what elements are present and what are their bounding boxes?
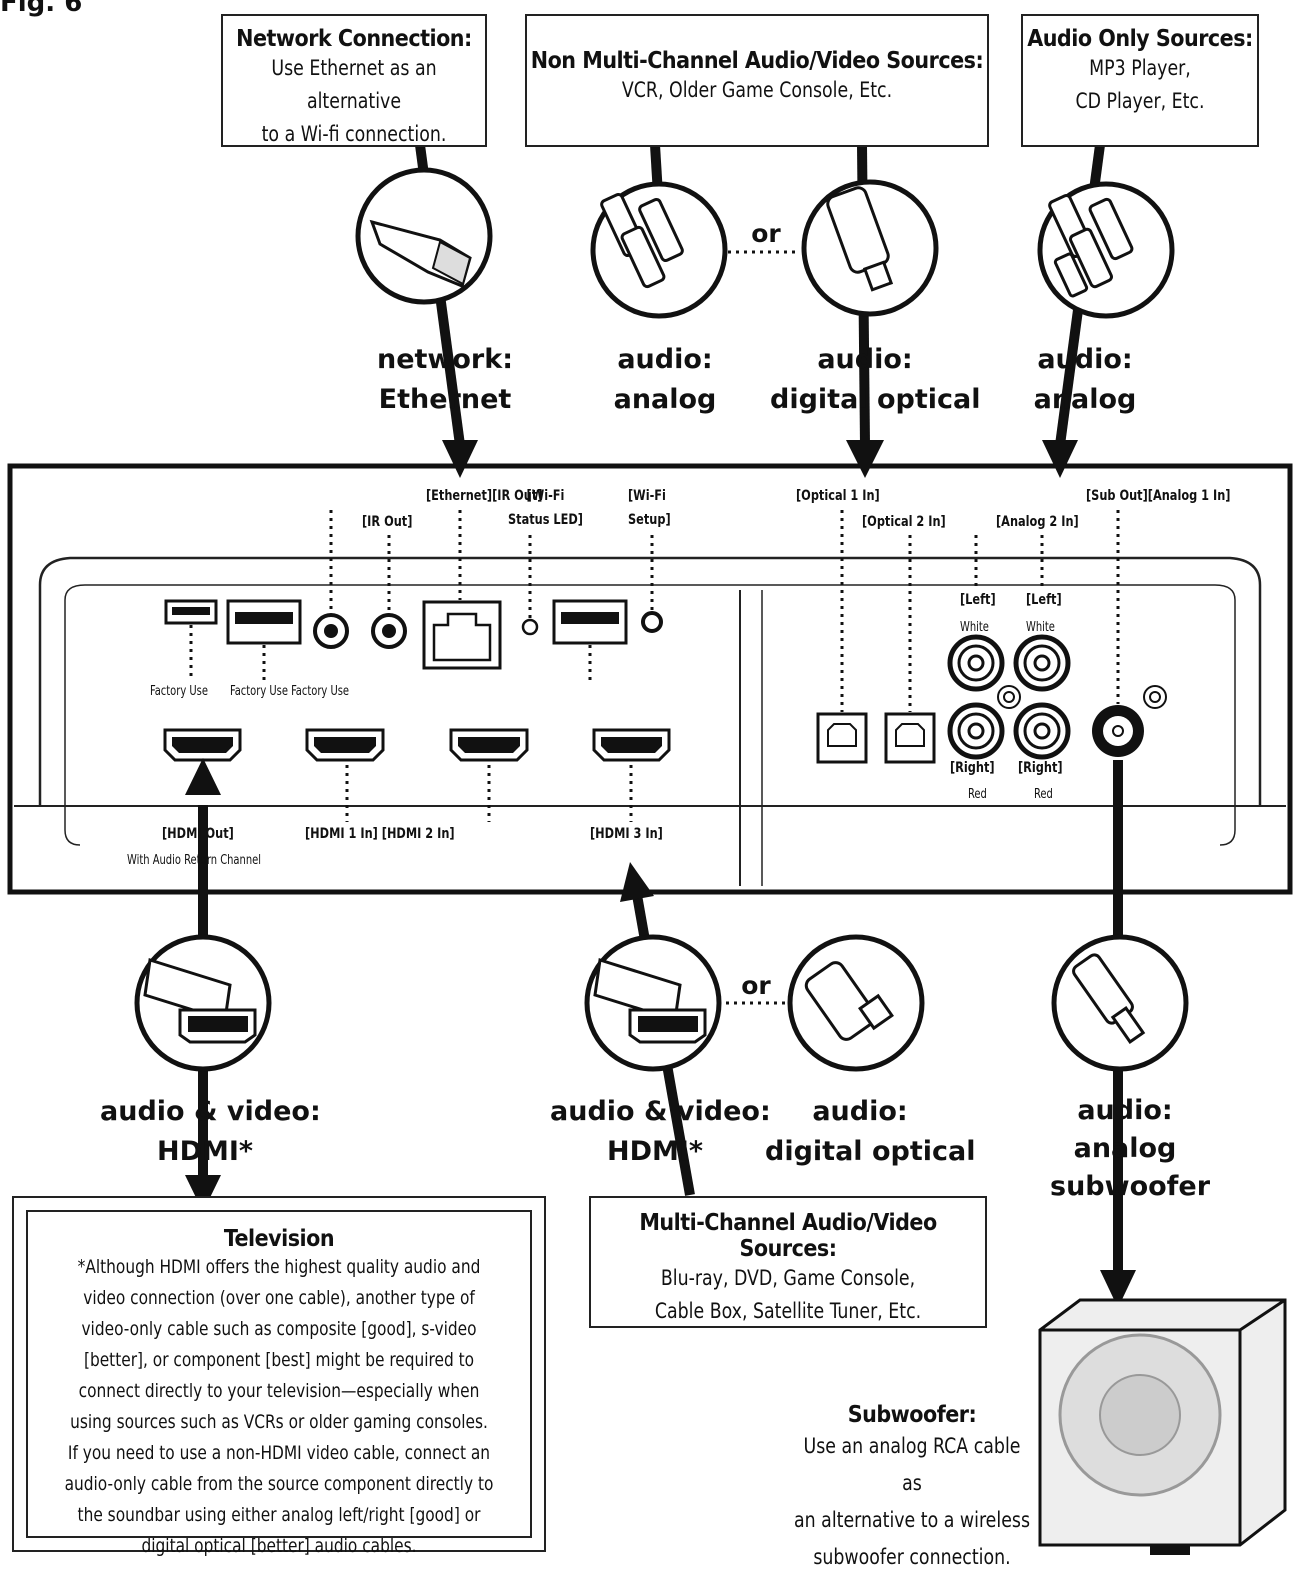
subwoofer-line-1: Use an analog RCA cable as bbox=[803, 1434, 1021, 1495]
port-label-factory-1: Factory Use bbox=[150, 684, 208, 699]
port-label-hdmi-3: [HDMI 3 In] bbox=[590, 826, 663, 842]
port-label-right-1: [Right] bbox=[950, 760, 995, 776]
hdmi-3-port bbox=[592, 728, 671, 762]
rca-left-1 bbox=[947, 634, 1005, 692]
non-multi-box-title: Non Multi-Channel Audio/Video Sources: bbox=[530, 48, 984, 74]
or-label-top: or bbox=[751, 219, 781, 248]
port-label-analog-2: [Analog 2 In] bbox=[996, 514, 1079, 530]
port-label-ethernet-irout: [Ethernet][IR Out] bbox=[426, 488, 543, 504]
hdmi-2-port bbox=[449, 728, 529, 762]
hdmi-out-port bbox=[163, 728, 242, 762]
audio-only-box-title: Audio Only Sources: bbox=[1027, 26, 1253, 52]
rca-left-2 bbox=[1013, 634, 1071, 692]
subwoofer-line-3: subwoofer connection. bbox=[813, 1545, 1011, 1569]
audio-only-box-line-1: MP3 Player, bbox=[1089, 56, 1191, 80]
subwoofer-title: Subwoofer: bbox=[847, 1402, 977, 1428]
port-label-hdmi-1-2: [HDMI 1 In] [HDMI 2 In] bbox=[305, 826, 455, 842]
sub-out-jack bbox=[1092, 705, 1144, 757]
port-label-optical-1: [Optical 1 In] bbox=[796, 488, 880, 504]
multi-box-line-1: Blu-ray, DVD, Game Console, bbox=[660, 1266, 916, 1290]
port-label-factory-2: Factory Use Factory Use bbox=[230, 684, 350, 699]
rca-sub-plug-icon bbox=[1051, 934, 1189, 1072]
port-label-hdmi-out-sub: With Audio Return Channel bbox=[127, 853, 262, 868]
network-connection-box: Network Connection: Use Ethernet as an a… bbox=[221, 14, 487, 147]
subwoofer-illustration bbox=[1038, 1298, 1287, 1555]
non-multichannel-sources-box: Non Multi-Channel Audio/Video Sources: V… bbox=[525, 14, 989, 147]
network-box-line-1: Use Ethernet as an alternative bbox=[271, 56, 437, 113]
optical-plug-icon-2 bbox=[787, 934, 925, 1072]
television-box: Television *Although HDMI offers the hig… bbox=[12, 1196, 546, 1557]
wifi-status-led bbox=[521, 618, 539, 636]
label-hdmi-tv: audio & video: HDMI* bbox=[100, 1096, 321, 1167]
hdmi-plug-icon-2 bbox=[584, 934, 722, 1072]
port-label-white-1: White bbox=[960, 620, 989, 635]
panel-recess bbox=[38, 556, 1262, 805]
optical-plug-icon-1 bbox=[801, 179, 939, 317]
port-label-white-2: White bbox=[1026, 620, 1055, 635]
subwoofer-text: Subwoofer: Use an analog RCA cable as an… bbox=[782, 1402, 1042, 1576]
label-audio-optical-top: audio: digital optical bbox=[770, 344, 981, 415]
subwoofer-line-2: an alternative to a wireless bbox=[793, 1508, 1031, 1532]
port-label-wifi-setup: [Wi-Fi Setup] bbox=[628, 488, 671, 528]
network-box-title: Network Connection: bbox=[236, 26, 472, 52]
ethernet-plug-icon bbox=[355, 167, 493, 305]
port-label-wifi-led: [Wi-Fi Status LED] bbox=[508, 488, 583, 528]
hdmi-1-port bbox=[305, 728, 385, 762]
label-hdmi-source: audio & video: HDMI* bbox=[550, 1096, 771, 1167]
or-label-bottom: or bbox=[741, 971, 771, 1000]
audio-only-box-line-2: CD Player, Etc. bbox=[1075, 89, 1205, 113]
television-title: Television bbox=[223, 1226, 335, 1252]
rca-right-2 bbox=[1013, 702, 1071, 760]
figure-label: Fig. 6 bbox=[0, 0, 83, 18]
rca-mini-plugs-icon bbox=[1037, 181, 1175, 319]
optical-2-port bbox=[884, 712, 936, 764]
label-audio-analog-2: audio: analog bbox=[1033, 344, 1137, 415]
ethernet-port bbox=[422, 600, 502, 670]
multichannel-sources-box: Multi-Channel Audio/Video Sources: Blu-r… bbox=[589, 1196, 987, 1328]
port-label-red-2: Red bbox=[1034, 787, 1053, 802]
port-label-right-2: [Right] bbox=[1018, 760, 1063, 776]
port-label-optical-2: [Optical 2 In] bbox=[862, 514, 946, 530]
port-label-ir-out: [IR Out] bbox=[362, 514, 413, 530]
television-body: *Although HDMI offers the highest qualit… bbox=[64, 1256, 494, 1557]
port-label-left-1: [Left] bbox=[960, 592, 996, 608]
non-multi-box-line-1: VCR, Older Game Console, Etc. bbox=[621, 78, 893, 102]
port-label-hdmi-out: [HDMI Out] bbox=[162, 826, 234, 842]
port-label-sub-analog-1: [Sub Out][Analog 1 In] bbox=[1086, 488, 1231, 504]
audio-only-sources-box: Audio Only Sources: MP3 Player, CD Playe… bbox=[1021, 14, 1259, 147]
label-network-ethernet: network: Ethernet bbox=[376, 344, 513, 415]
soundbar-panel bbox=[7, 463, 1293, 895]
port-label-left-2: [Left] bbox=[1026, 592, 1062, 608]
multi-box-line-2: Cable Box, Satellite Tuner, Etc. bbox=[654, 1299, 922, 1323]
label-analog-subwoofer: audio: analog subwoofer bbox=[1050, 1095, 1211, 1202]
label-audio-analog-1: audio: analog bbox=[613, 344, 717, 415]
rca-right-1 bbox=[947, 702, 1005, 760]
network-box-line-2: to a Wi-fi connection. bbox=[261, 122, 447, 146]
rca-plugs-icon-1 bbox=[590, 181, 728, 319]
optical-1-port bbox=[816, 712, 868, 764]
multi-box-title: Multi-Channel Audio/Video Sources: bbox=[639, 1210, 937, 1262]
hdmi-plug-icon-1 bbox=[134, 934, 272, 1072]
label-optical-bottom: audio: digital optical bbox=[765, 1096, 976, 1167]
port-label-red-1: Red bbox=[968, 787, 987, 802]
wifi-setup-button bbox=[641, 611, 663, 633]
